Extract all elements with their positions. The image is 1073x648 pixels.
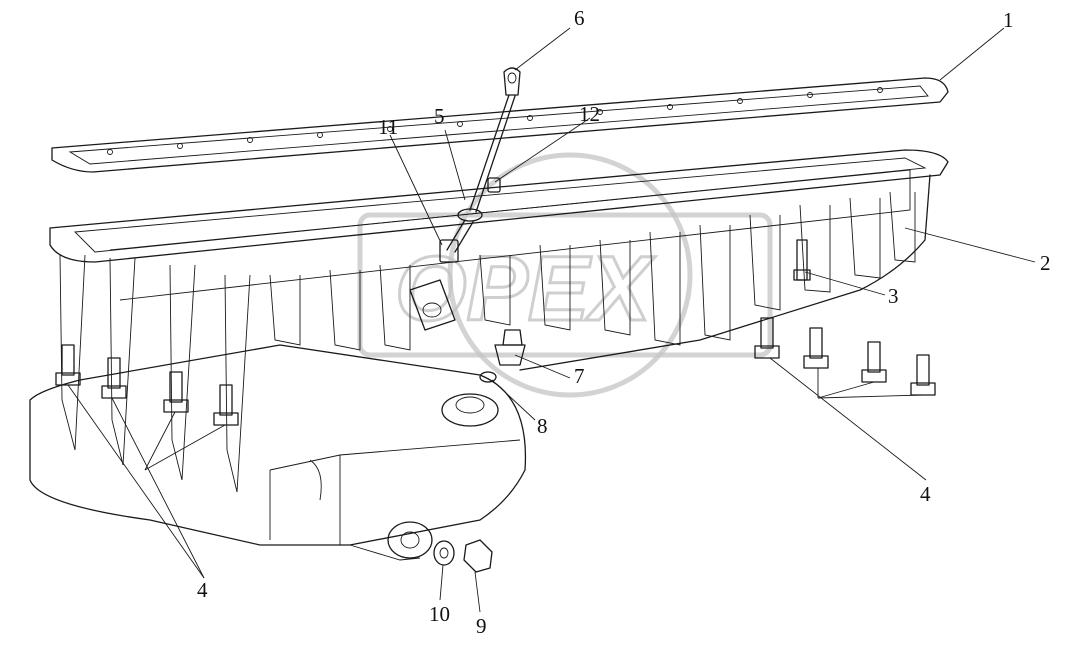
oil-sensor — [479, 329, 526, 383]
callout-4-right: 4 — [920, 482, 931, 506]
gasket — [51, 77, 949, 173]
callout-5: 5 — [434, 104, 445, 128]
callout-11: 11 — [378, 115, 399, 139]
drain-plug — [433, 539, 493, 573]
watermark-text: OPEX — [395, 238, 655, 340]
flange-bolts — [55, 317, 936, 426]
callout-1: 1 — [1003, 8, 1014, 32]
callout-12: 12 — [579, 102, 600, 126]
callout-2: 2 — [1040, 251, 1051, 275]
callout-6: 6 — [574, 6, 585, 30]
watermark-logo: OPEX — [357, 152, 773, 398]
callout-8: 8 — [537, 414, 548, 438]
callout-4-left: 4 — [197, 578, 208, 602]
callout-10: 10 — [429, 602, 450, 626]
dipstick — [439, 67, 521, 263]
callout-7: 7 — [574, 364, 585, 388]
stud-bolt — [793, 239, 811, 281]
callout-3: 3 — [888, 284, 899, 308]
leader-lines — [67, 27, 1036, 613]
callout-9: 9 — [476, 614, 487, 638]
